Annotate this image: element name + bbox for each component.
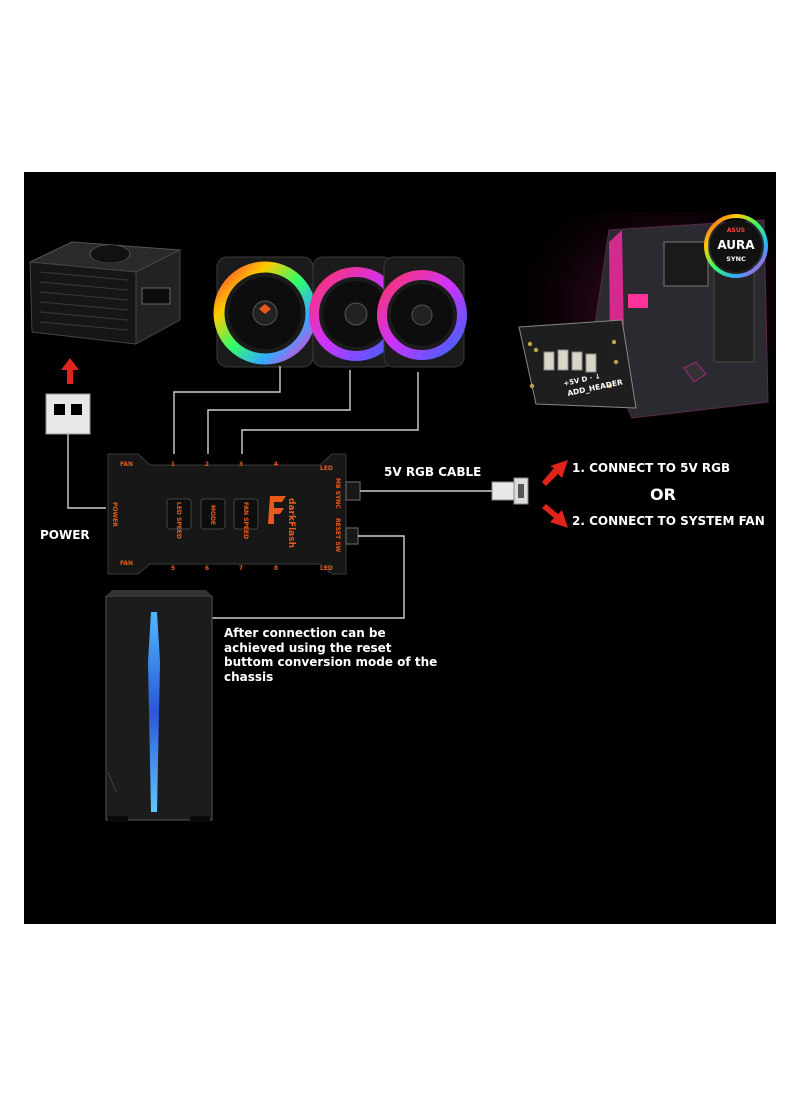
port-4: 4 [274, 461, 278, 468]
up-arrow-icon [61, 358, 79, 384]
or-label: OR [650, 485, 676, 504]
red-arrow-icon-down [542, 504, 568, 528]
hub-reset-label: RESET SW [334, 518, 341, 553]
sync-text: SYNC [726, 255, 746, 263]
power-cable [68, 434, 106, 508]
hub-power-label: POWER [111, 502, 118, 527]
hub-brand: darkFlash [286, 498, 296, 548]
port-8: 8 [274, 565, 278, 572]
port-1: 1 [171, 461, 175, 468]
psu-illustration [30, 242, 180, 344]
power-label: POWER [40, 528, 90, 542]
hub-fan-bottom: FAN [120, 560, 133, 567]
wiring-diagram: +5V D · ↓ ADD_HEADER ASUS AURA SYNC FAN … [24, 172, 776, 924]
fan-speed-button: FAN SPEED [242, 502, 249, 539]
fan-cables [174, 366, 418, 454]
red-arrow-icon-up [542, 460, 568, 486]
reset-note: After connection can be achieved using t… [224, 626, 444, 684]
option-2-label: 2. CONNECT TO SYSTEM FAN [572, 514, 765, 528]
mode-button: MODE [209, 505, 216, 525]
port-2: 2 [205, 461, 209, 468]
aura-sync-badge: ASUS AURA SYNC [706, 216, 766, 276]
rgb-hub: FAN LED FAN LED 1 2 3 4 5 6 7 8 POWER MB… [108, 454, 346, 574]
fan-3 [382, 257, 464, 367]
aura-text: AURA [717, 238, 755, 252]
asus-logo: ASUS [727, 227, 745, 234]
rgb-fans [217, 257, 464, 367]
option-1-label: 1. CONNECT TO 5V RGB [572, 461, 730, 475]
hub-fan-top: FAN [120, 461, 133, 468]
hub-led-top: LED [320, 465, 333, 472]
cable-label: 5V RGB CABLE [384, 465, 481, 479]
rgb-plug [492, 478, 528, 504]
port-7: 7 [239, 565, 243, 572]
hub-mbsync-label: MB SYNC [334, 478, 341, 509]
hub-led-bottom: LED [320, 565, 333, 572]
led-speed-button: LED SPEED [175, 502, 182, 539]
port-3: 3 [239, 461, 243, 468]
pc-case-illustration [106, 590, 212, 822]
fan-1 [217, 257, 313, 367]
power-connector [46, 394, 90, 434]
port-6: 6 [205, 565, 209, 572]
port-5: 5 [171, 565, 175, 572]
diagram-panel: +5V D · ↓ ADD_HEADER ASUS AURA SYNC FAN … [24, 172, 776, 924]
